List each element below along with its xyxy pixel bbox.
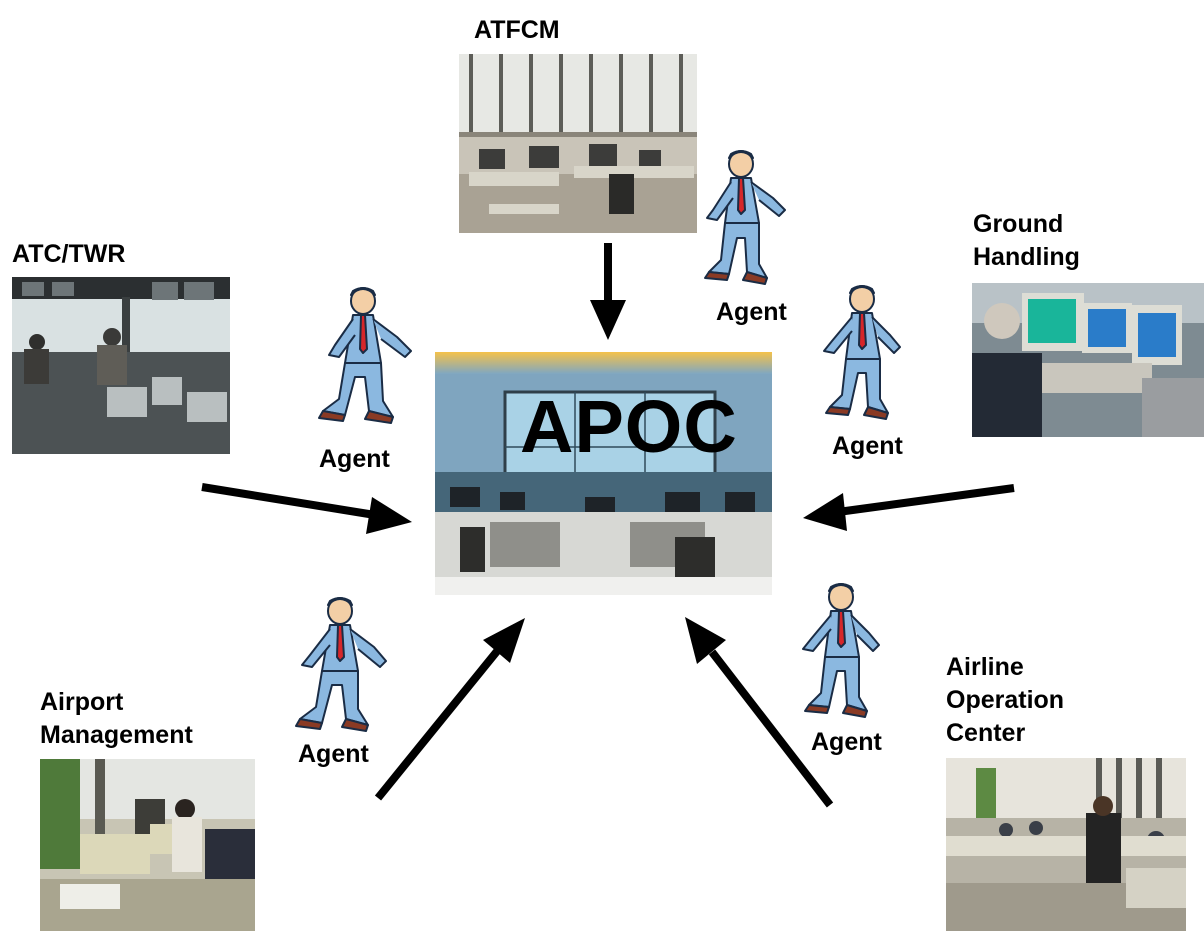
airport-management-photo: [40, 759, 255, 931]
arrow-from-ground-handling-icon: [803, 484, 1015, 531]
label-ground-handling: Ground Handling: [973, 210, 1080, 271]
arrow-from-atfcm-icon: [590, 243, 626, 340]
label-atfcm: ATFCM: [474, 16, 560, 44]
atc-twr-photo: [12, 277, 230, 454]
apoc-label: APOC: [520, 385, 738, 468]
arrow-from-atc-twr-icon: [201, 483, 412, 534]
atfcm-photo: [459, 54, 697, 233]
agent-figure-icon: [704, 150, 786, 285]
ground-handling-photo: [972, 283, 1204, 437]
agent-figure-icon: [802, 583, 880, 718]
apoc-photo: [435, 352, 772, 595]
arrow-from-airport-management-icon: [374, 618, 525, 801]
agent-label: Agent: [811, 728, 882, 756]
label-airport-management: Airport Management: [40, 688, 193, 749]
agent-figure-icon: [823, 285, 901, 420]
label-airline-operation-center: Airline Operation Center: [946, 653, 1065, 747]
airline-operation-center-photo: [946, 758, 1186, 931]
agent-label: Agent: [832, 432, 903, 460]
agent-figure-icon: [318, 287, 412, 424]
label-atc-twr: ATC/TWR: [12, 240, 126, 268]
agent-label: Agent: [716, 298, 787, 326]
agent-label: Agent: [298, 740, 369, 768]
agent-label: Agent: [319, 445, 390, 473]
agent-figure-icon: [295, 597, 387, 732]
